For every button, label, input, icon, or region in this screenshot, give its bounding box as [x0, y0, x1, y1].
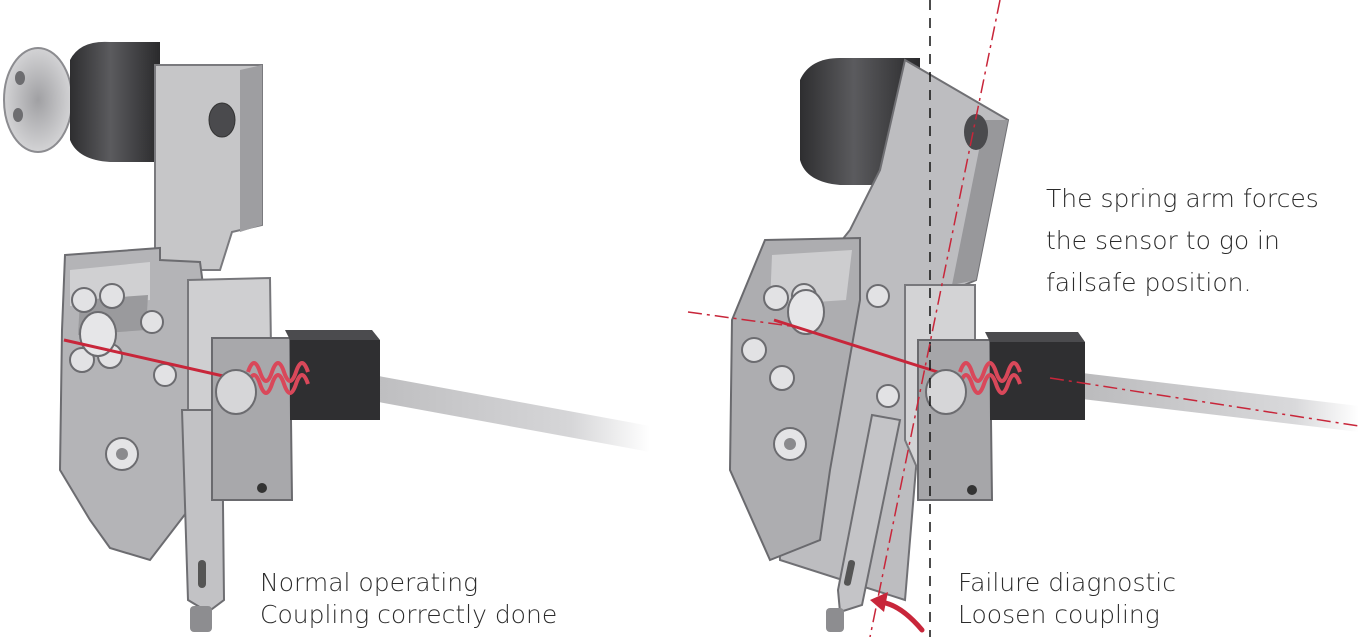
right-sensor-bracket — [917, 339, 994, 501]
right-annotation-line3: failsafe position. — [1046, 268, 1252, 297]
right-lever-pin — [826, 608, 844, 632]
left-lever-pin — [190, 606, 212, 632]
horizontal-axis-line-right — [1049, 377, 1359, 427]
rotation-arrow-icon — [870, 592, 925, 633]
right-tension-line — [773, 318, 945, 376]
right-annotation-line2: the sensor to go in — [1046, 226, 1280, 255]
right-annotation-line1: The spring arm forces — [1046, 184, 1319, 213]
left-tension-line — [63, 338, 233, 380]
left-bracket-hole — [208, 102, 236, 138]
left-sensor-plunger — [215, 369, 257, 415]
left-sensor-assembly — [3, 41, 650, 632]
right-sensor-plunger — [925, 369, 967, 415]
right-caption-line1: Failure diagnostic — [958, 568, 1176, 597]
right-annotation: The spring arm forces the sensor to go i… — [1046, 178, 1319, 304]
left-actuator-rod — [335, 368, 650, 452]
left-caption-line1: Normal operating — [260, 568, 479, 597]
right-caption-line2: Loosen coupling — [958, 600, 1160, 629]
right-spring — [958, 361, 1022, 395]
left-motor-cylinder — [70, 41, 160, 162]
right-base-body — [728, 236, 861, 562]
right-actuator-rod — [1040, 368, 1359, 432]
left-caption-line2: Coupling correctly done — [260, 600, 558, 629]
left-spring — [246, 361, 310, 395]
horizontal-axis-line-left — [687, 311, 791, 327]
tilted-axis-line — [869, 0, 1001, 637]
right-sensor-assembly — [728, 58, 1359, 632]
right-coupling-head — [787, 289, 825, 335]
left-motor-flange — [3, 47, 73, 153]
right-bracket-hole — [964, 114, 988, 150]
left-caption: Normal operating Coupling correctly done — [260, 567, 557, 631]
left-screw-group — [69, 283, 177, 471]
left-sensor-block — [290, 340, 380, 420]
right-caption: Failure diagnostic Loosen coupling — [958, 567, 1176, 631]
